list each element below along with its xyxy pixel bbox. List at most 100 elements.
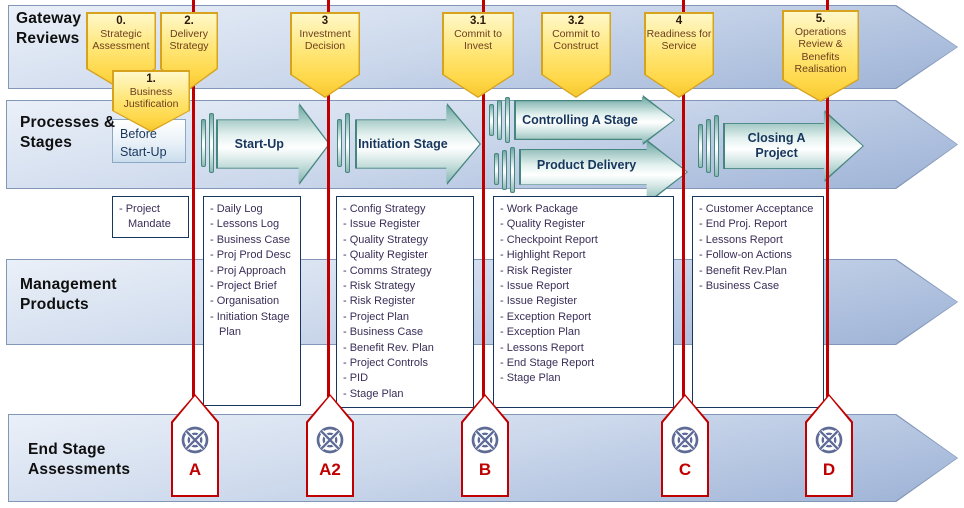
tag-label: Readiness for Service: [646, 28, 712, 53]
gateway-reviews-label: Gateway Reviews: [16, 10, 82, 47]
assessment-marker-b: B: [461, 394, 509, 497]
product-item: - Quality Register: [500, 218, 585, 231]
tag-label: Delivery Strategy: [169, 28, 209, 53]
stage-pipe-bar: [502, 150, 507, 190]
end-stage-assessments-label: End Stage Assessments: [28, 441, 131, 478]
assessment-letter: A: [188, 460, 202, 479]
start-up-label: Start-Up: [234, 136, 284, 151]
product-delivery-label: Product Delivery: [536, 157, 637, 172]
product-item: - Business Case: [699, 280, 780, 293]
tag-label: Operations Review & Benefits Realisation: [794, 26, 847, 76]
gateway-line-3: [327, 0, 330, 397]
product-item: - Quality Register: [343, 249, 428, 262]
stage-pipe-bar: [489, 104, 494, 136]
product-item: - Issue Register: [343, 218, 421, 231]
tag-number: 1.: [146, 73, 156, 85]
product-item: - Issue Register: [500, 295, 578, 308]
product-item: - Customer Acceptance: [699, 203, 814, 215]
assessment-letter: D: [822, 460, 836, 479]
controlling-a-stage-label: Controlling A Stage: [522, 112, 638, 127]
gateway-line-3-1: [482, 0, 485, 397]
product-item: - Proj Approach: [210, 264, 286, 277]
stage-pipe-bar: [494, 153, 499, 185]
gateway-knot-icon: [671, 426, 699, 454]
tag-number: 2.: [184, 15, 194, 27]
gateway-knot-icon: [181, 426, 209, 454]
tag-label: Commit to Invest: [454, 28, 502, 53]
tag-label: Strategic Assessment: [92, 28, 150, 53]
controlling-a-stage-arrow: Controlling A Stage: [514, 95, 675, 145]
stage-pipe-bar: [714, 115, 719, 177]
product-item: - Checkpoint Report: [500, 233, 598, 246]
assessment-marker-a: A: [171, 394, 219, 497]
products-box-initiation-stage: - Config Strategy - Issue Register - Quali…: [336, 196, 474, 408]
stage-pipe-bar: [698, 124, 703, 168]
product-delivery-arrow: Product Delivery: [519, 140, 688, 204]
product-item: - PID: [343, 372, 369, 385]
product-item: - Business Case: [210, 233, 291, 246]
stage-pipe-bar: [706, 119, 711, 173]
processes-stages-label: Processes & Stages: [20, 114, 116, 151]
start-up-arrow: Start-Up: [216, 103, 330, 185]
product-item: - Exception Plan: [500, 326, 581, 339]
product-item: - Stage Plan: [500, 372, 561, 385]
product-item: - Work Package: [500, 203, 579, 215]
stage-pipe-bar: [209, 113, 214, 173]
product-item: - Project Controls: [343, 357, 428, 370]
product-item: - Project Plan: [343, 310, 410, 323]
product-item: - Initiation Stage Plan: [210, 310, 290, 339]
products-box-closing-a-project: - Customer Acceptance - End Proj. Report -…: [692, 196, 824, 408]
product-item: - Exception Report: [500, 310, 592, 323]
product-item: - Benefit Rev. Plan: [343, 341, 434, 354]
stage-pipe-bar: [505, 97, 510, 143]
initiation-stage-arrow: Initiation Stage: [355, 103, 481, 185]
product-item: - Highlight Report: [500, 249, 586, 262]
assessment-letter: C: [678, 460, 692, 479]
product-item: - Follow-on Actions: [699, 249, 792, 262]
gateway-tag-3-investment-decision: 3 Investment Decision: [290, 12, 360, 98]
assessment-marker-d: D: [805, 394, 853, 497]
gateway-knot-icon: [316, 426, 344, 454]
stage-pipe-bar: [510, 147, 515, 193]
products-box-start-up: - Daily Log - Lessons Log - Business Case -…: [203, 196, 301, 406]
product-item: - Proj Prod Desc: [210, 249, 291, 262]
tag-fill: [783, 11, 858, 101]
product-item: - End Stage Report: [500, 357, 595, 370]
product-item: - Risk Register: [343, 295, 416, 308]
stage-pipe-bar: [345, 113, 350, 173]
assessment-letter: B: [478, 460, 492, 479]
initiation-stage-label: Initiation Stage: [358, 136, 448, 151]
product-item: - Project Mandate: [119, 203, 171, 231]
product-item: - Organisation: [210, 295, 280, 308]
tag-label: Business Justification: [123, 86, 179, 111]
product-item: - Business Case: [343, 326, 424, 339]
gateway-tag-4-readiness-for-service: 4 Readiness for Service: [644, 12, 714, 98]
products-box-controlling-a-stage: - Work Package - Quality Register - Checkp…: [493, 196, 674, 408]
gateway-line-2: [192, 0, 195, 397]
tag-number: 3.2: [568, 15, 584, 27]
tag-number: 0.: [116, 15, 126, 27]
gateway-tag-5-operations-review: 5. Operations Review & Benefits Realisat…: [782, 10, 859, 102]
product-item: - Lessons Report: [500, 341, 584, 354]
product-item: - Comms Strategy: [343, 264, 432, 277]
gateway-line-5: [826, 0, 829, 397]
product-item: - Lessons Log: [210, 218, 280, 231]
tag-label: Investment Decision: [299, 28, 351, 53]
tag-label: Commit to Construct: [552, 28, 600, 53]
product-item: - Risk Strategy: [343, 280, 416, 293]
product-item: - Benefit Rev.Plan: [699, 264, 787, 277]
product-item: - Issue Report: [500, 280, 570, 293]
tag-number: 4: [675, 15, 683, 27]
product-item: - End Proj. Report: [699, 218, 788, 231]
gateway-knot-icon: [471, 426, 499, 454]
gateway-tag-3-1-commit-to-invest: 3.1 Commit to Invest: [442, 12, 514, 98]
closing-a-project-arrow: Closing A Project: [723, 110, 864, 182]
stage-pipe-bar: [337, 119, 342, 167]
product-item: - Daily Log: [210, 203, 263, 215]
gateway-tag-3-2-commit-to-construct: 3.2 Commit to Construct: [541, 12, 611, 98]
assessment-marker-c: C: [661, 394, 709, 497]
assessment-marker-a2: A2: [306, 394, 354, 497]
stage-pipe-bar: [201, 119, 206, 167]
gateway-line-4: [682, 0, 685, 397]
product-item: - Config Strategy: [343, 203, 426, 215]
